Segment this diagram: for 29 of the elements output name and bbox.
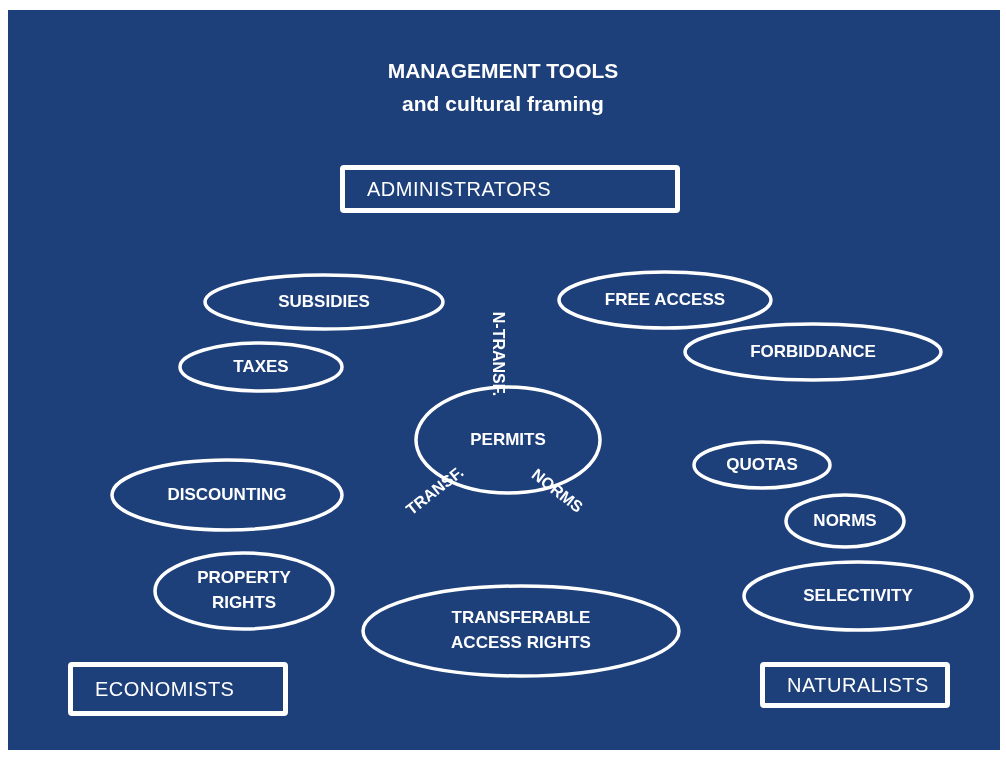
tool-ellipse bbox=[742, 560, 974, 632]
rotated-label: N-TRANSF. bbox=[488, 310, 507, 399]
node-label: SELECTIVITY bbox=[803, 584, 913, 607]
node-label: FREE ACCESS bbox=[604, 288, 726, 311]
node-label: NORMS bbox=[813, 509, 877, 532]
node-label: TAXES bbox=[233, 355, 289, 378]
node-label: NATURALISTS bbox=[787, 672, 929, 698]
tool-ellipse bbox=[557, 270, 773, 330]
node-label: PERMITS bbox=[470, 428, 546, 451]
tool-ellipse bbox=[153, 551, 335, 631]
tool-ellipse bbox=[203, 273, 445, 331]
tool-ellipse bbox=[683, 322, 943, 382]
tool-ellipse bbox=[110, 458, 344, 532]
node-label: DISCOUNTING bbox=[167, 483, 287, 506]
node-label: ADMINISTRATORS bbox=[367, 176, 552, 202]
node-label: PROPERTY RIGHTS bbox=[196, 567, 292, 614]
node-label: ECONOMISTS bbox=[95, 676, 235, 702]
group-box bbox=[340, 165, 680, 213]
group-box bbox=[760, 662, 950, 708]
node-label: SUBSIDIES bbox=[278, 290, 370, 313]
tool-ellipse bbox=[692, 440, 832, 490]
node-label: TRANSFERABLE ACCESS RIGHTS bbox=[450, 607, 592, 654]
node-label: FORBIDDANCE bbox=[750, 340, 876, 363]
group-box bbox=[68, 662, 288, 716]
tool-ellipse bbox=[178, 341, 344, 393]
node-label: QUOTAS bbox=[726, 453, 798, 476]
tool-ellipse bbox=[784, 493, 906, 549]
tool-ellipse bbox=[361, 584, 681, 678]
title: MANAGEMENT TOOLS and cultural framing bbox=[386, 58, 620, 117]
